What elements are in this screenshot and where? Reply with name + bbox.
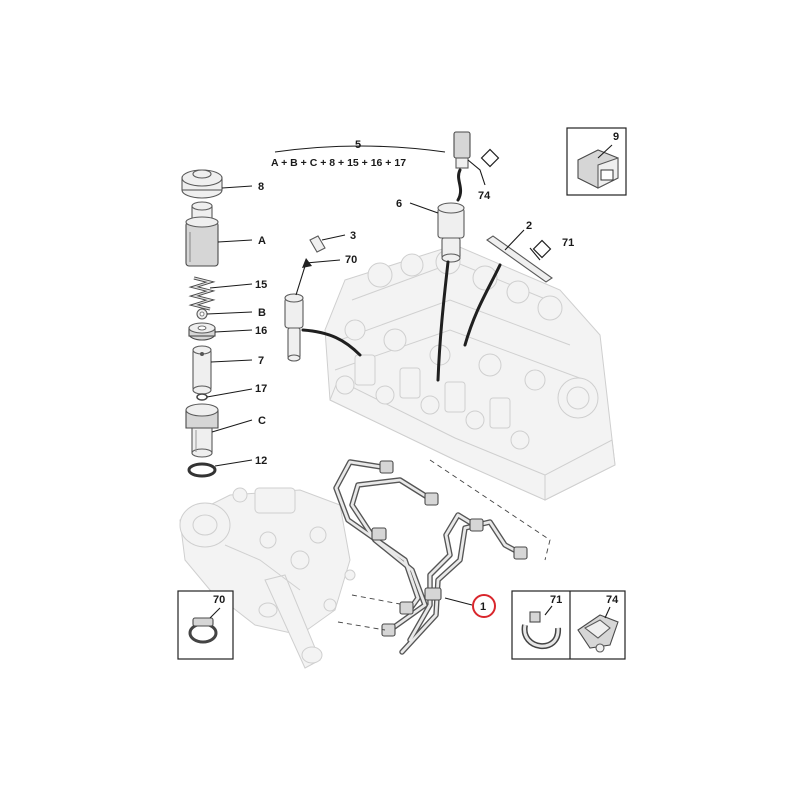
label-8: 8 xyxy=(258,181,264,193)
tag-square-74 xyxy=(480,148,500,168)
label-70: 70 xyxy=(345,254,357,266)
part-C-nut xyxy=(185,403,219,458)
cylinder-head-ghost xyxy=(324,244,616,501)
label-15: 15 xyxy=(255,279,267,291)
part-A-injector-holder xyxy=(185,201,219,267)
label-A: A xyxy=(258,235,266,247)
fuel-injection-pipes xyxy=(333,459,551,655)
part-12-o-ring xyxy=(187,462,217,478)
inset-label-9: 9 xyxy=(613,131,619,143)
label-71: 71 xyxy=(562,237,574,249)
label-1: 1 xyxy=(480,601,486,613)
label-74: 74 xyxy=(478,190,491,202)
part-3-pin xyxy=(309,235,326,253)
label-3: 3 xyxy=(350,230,356,242)
label-7: 7 xyxy=(258,355,264,367)
label-17: 17 xyxy=(255,383,267,395)
part-16-seat xyxy=(188,322,216,341)
label-C: C xyxy=(258,415,266,427)
inset-box-71-74: 71 74 xyxy=(511,590,626,660)
label-2: 2 xyxy=(526,220,532,232)
part-6-glow-plug xyxy=(436,131,471,382)
inset-label-71: 71 xyxy=(550,594,562,606)
label-kit-formula: A + B + C + 8 + 15 + 16 + 17 xyxy=(271,157,406,169)
part-70-injector xyxy=(284,293,362,362)
callout-1[interactable]: 1 xyxy=(472,594,496,618)
part-8-cap xyxy=(181,169,223,199)
inset-box-9: 9 xyxy=(566,127,627,196)
label-6: 6 xyxy=(396,198,402,210)
part-15-spring xyxy=(188,276,216,311)
label-B: B xyxy=(258,307,266,319)
part-B-washer xyxy=(196,308,208,320)
inset-box-70: 70 xyxy=(177,590,234,660)
part-2-seal-strip xyxy=(463,235,553,347)
inset-label-70: 70 xyxy=(213,594,225,606)
label-5: 5 xyxy=(355,139,361,151)
part-17-washer xyxy=(196,393,208,401)
label-16: 16 xyxy=(255,325,267,337)
tag-square-71 xyxy=(532,239,552,259)
part-7-nozzle xyxy=(192,345,212,395)
leader-lines xyxy=(206,145,541,606)
inset-label-74: 74 xyxy=(606,594,619,606)
label-12: 12 xyxy=(255,455,267,467)
